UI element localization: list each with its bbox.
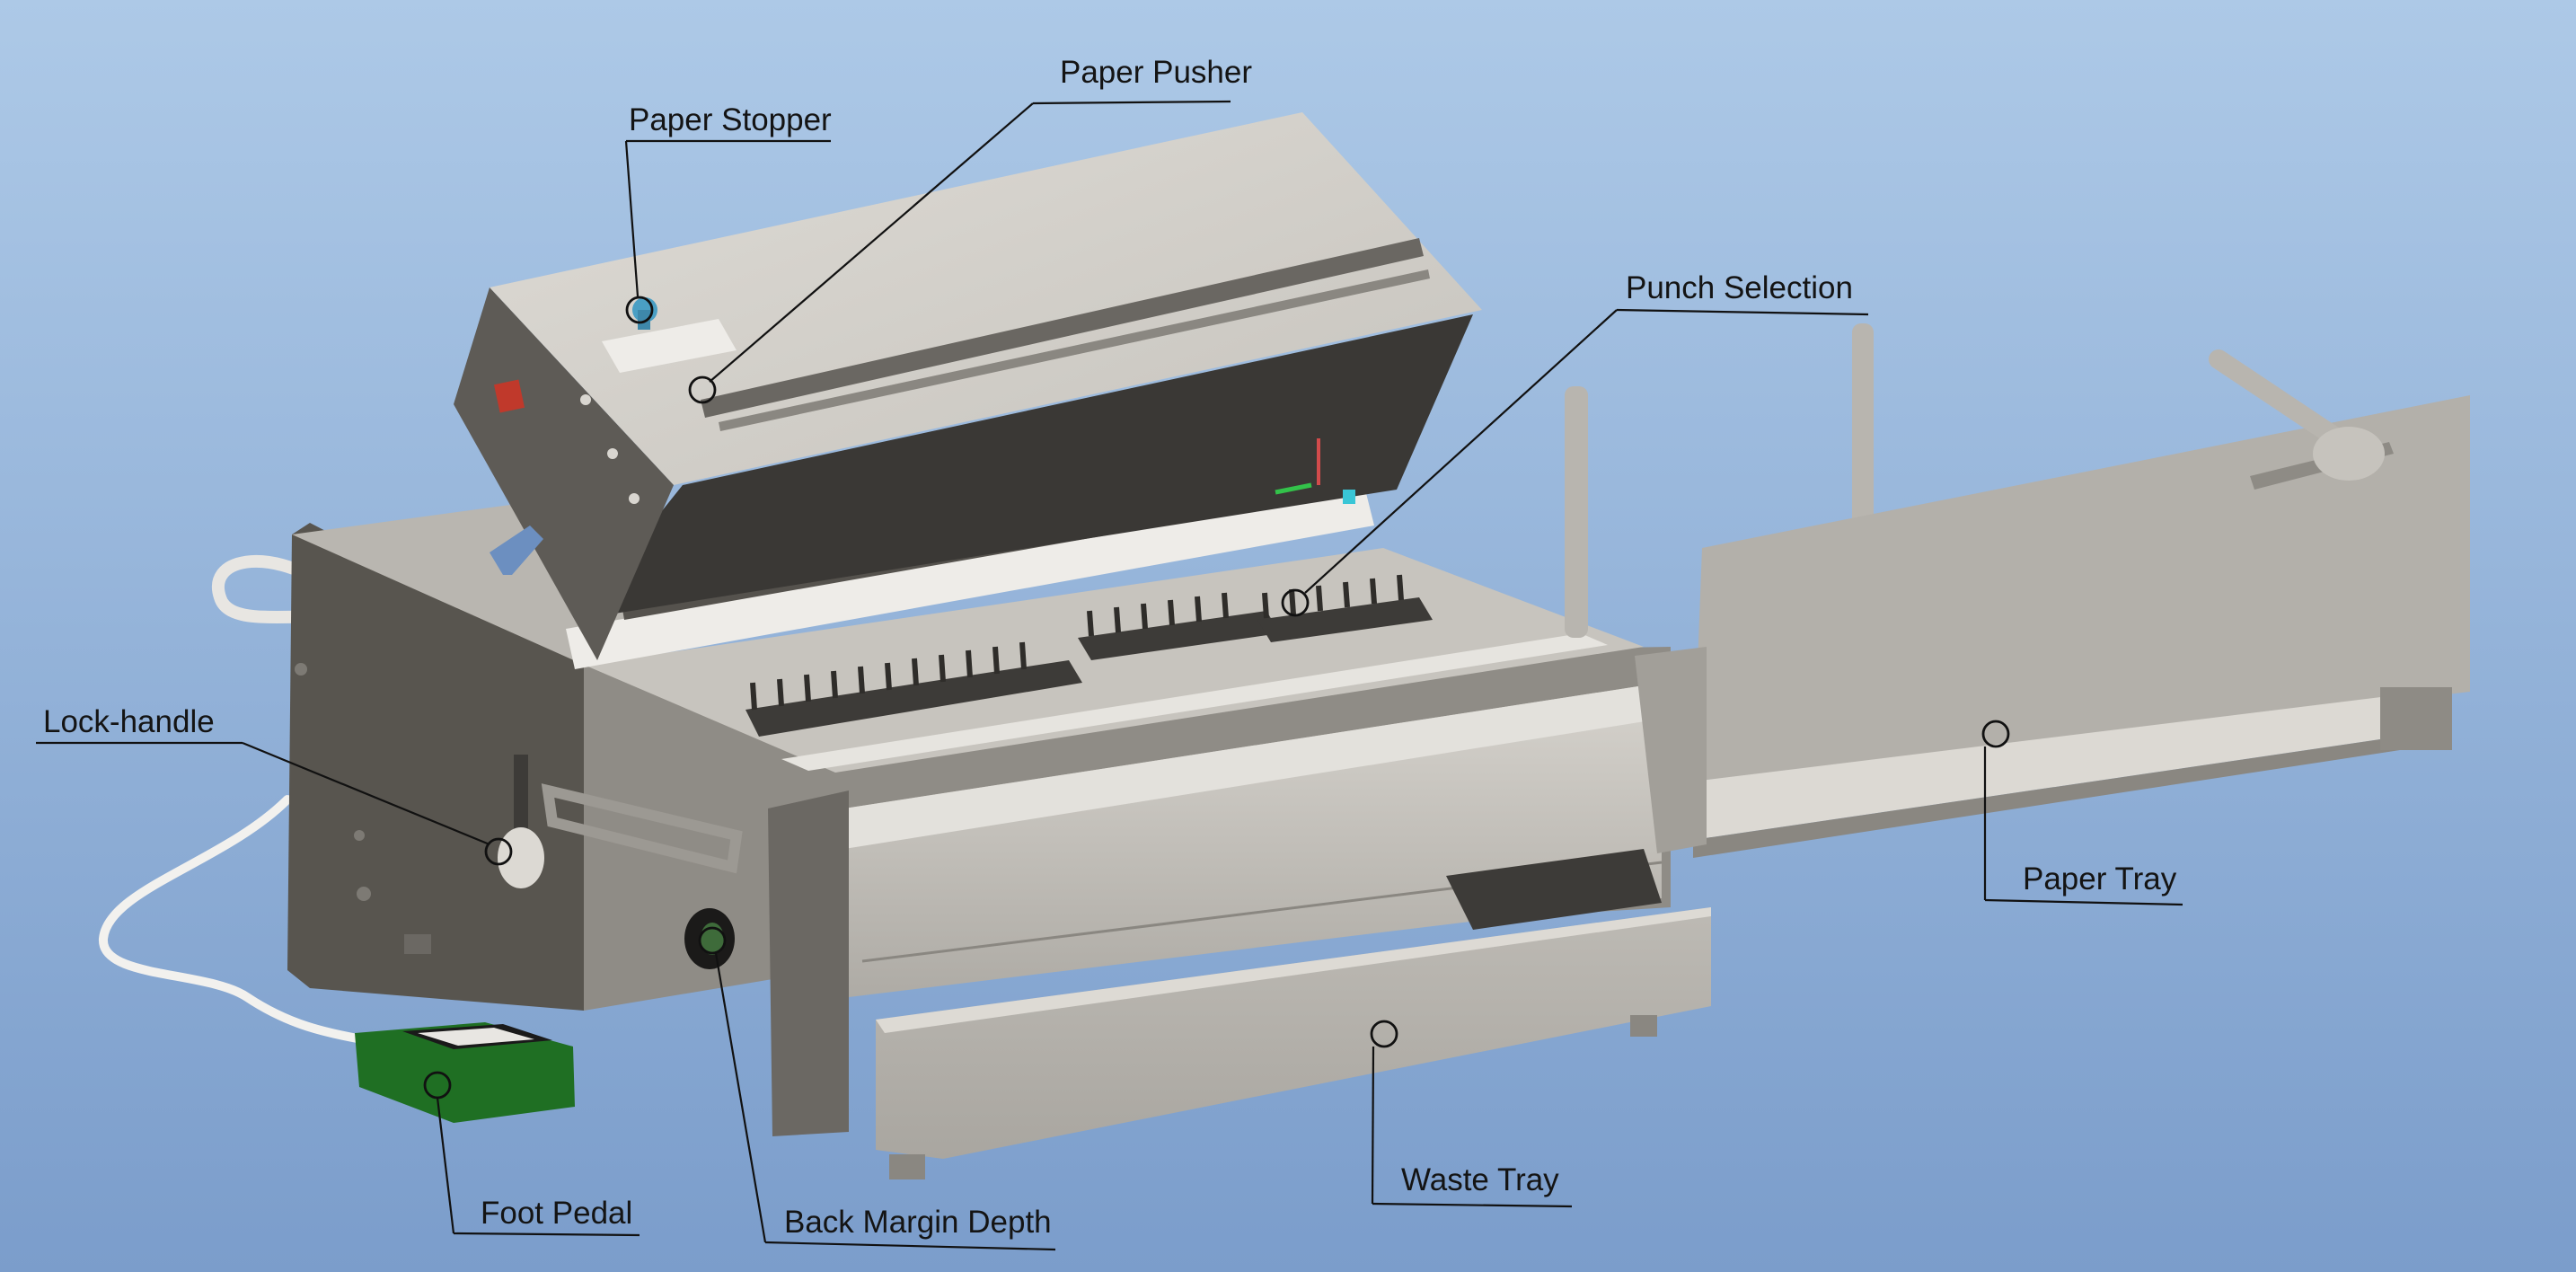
marker-punch-selection: [1281, 588, 1310, 617]
side-rivet: [354, 830, 365, 841]
foot-pedal-plate: [418, 1028, 534, 1046]
leader-foot-pedal-underline: [453, 1232, 640, 1237]
machine-foot: [404, 934, 431, 954]
lid-screw: [607, 448, 618, 459]
marker-waste-tray: [1370, 1020, 1398, 1048]
pedal-cable: [99, 795, 382, 1047]
waste-tray: [876, 907, 1711, 1159]
leader-paper-tray-underline: [1984, 898, 2183, 906]
callout-back-margin-depth: Back Margin Depth: [698, 926, 1056, 1251]
machine-illustration: [99, 112, 2470, 1179]
tray-end-block: [2380, 687, 2452, 750]
indicator-green: [1275, 482, 1312, 495]
label-foot-pedal: Foot Pedal: [481, 1196, 632, 1231]
paper-tray-back: [1693, 395, 2470, 782]
label-paper-pusher: Paper Pusher: [1060, 55, 1252, 90]
callout-paper-tray: Paper Tray: [1981, 720, 2183, 906]
lid-left-end: [454, 287, 674, 660]
side-handle-bar: [541, 783, 743, 874]
marker-paper-tray: [1981, 720, 2010, 748]
waste-tray-top: [876, 907, 1711, 1033]
paper-tray-lip: [1693, 692, 2430, 840]
guide-post: [1852, 323, 1874, 530]
body-front-strip: [844, 683, 1662, 849]
callout-lock-handle: Lock-handle: [36, 704, 513, 866]
label-back-margin-depth: Back Margin Depth: [784, 1205, 1052, 1240]
leader-waste-tray-underline: [1372, 1202, 1573, 1208]
side-rivet: [295, 663, 307, 676]
callout-paper-pusher: Paper Pusher: [688, 55, 1252, 404]
foot-pedal-body: [355, 1022, 575, 1123]
marker-paper-pusher: [688, 375, 717, 404]
guide-post: [1565, 386, 1588, 638]
callout-foot-pedal: Foot Pedal: [423, 1071, 640, 1237]
power-switch: [493, 379, 525, 413]
lid-screw: [629, 493, 640, 504]
leader-paper-pusher: [709, 102, 1034, 383]
label-punch-selection: Punch Selection: [1626, 270, 1853, 305]
front-left-cap: [768, 791, 849, 1136]
lock-handle-lever: [514, 755, 528, 840]
callouts: Paper Pusher Paper Stopper Punch Selecti…: [36, 55, 2183, 1251]
callout-waste-tray: Waste Tray: [1370, 1020, 1573, 1208]
stopper-post: [638, 310, 650, 330]
tray-guide-knob: [2313, 427, 2385, 481]
leader-punch-selection: [1304, 309, 1618, 594]
indicator-cyan: [1343, 490, 1355, 504]
marker-back-margin-depth: [698, 926, 727, 955]
punch-dies: [745, 574, 1433, 737]
callout-paper-stopper: Paper Stopper: [624, 102, 832, 324]
body-front-panel: [844, 683, 1662, 997]
elbow-fitting: [490, 526, 543, 575]
label-paper-stopper: Paper Stopper: [629, 102, 832, 137]
leader-punch-selection-underline: [1616, 308, 1869, 316]
lock-handle-base: [498, 827, 544, 888]
side-rivet: [357, 887, 371, 901]
paper-tray-base: [1693, 732, 2430, 858]
callout-punch-selection: Punch Selection: [1281, 270, 1869, 617]
punch-deck-rail: [781, 633, 1608, 771]
leader-foot-pedal: [436, 1097, 455, 1234]
leader-back-margin-depth-underline: [764, 1241, 1056, 1251]
label-paper-tray: Paper Tray: [2023, 861, 2177, 897]
leader-paper-stopper: [624, 140, 640, 297]
tray-connector: [1635, 647, 1707, 853]
leader-waste-tray: [1371, 1046, 1375, 1205]
leader-back-margin-depth: [714, 952, 767, 1243]
marker-paper-stopper: [625, 296, 654, 324]
lid-slot-2: [719, 269, 1430, 431]
leader-lock-handle: [242, 741, 490, 846]
leader-paper-pusher-underline: [1032, 100, 1231, 105]
lid-screw: [580, 394, 591, 405]
label-waste-tray: Waste Tray: [1401, 1162, 1559, 1197]
lid-underside: [575, 314, 1473, 620]
machine-foot: [889, 1154, 925, 1179]
waste-tray-opening: [1446, 849, 1662, 930]
label-lock-handle: Lock-handle: [43, 704, 215, 739]
lid-slot: [701, 238, 1424, 418]
marker-lock-handle: [484, 837, 513, 866]
machine-foot: [1630, 1015, 1657, 1037]
hinge-bar: [566, 490, 1374, 669]
lid-pusher-plate: [602, 319, 737, 373]
